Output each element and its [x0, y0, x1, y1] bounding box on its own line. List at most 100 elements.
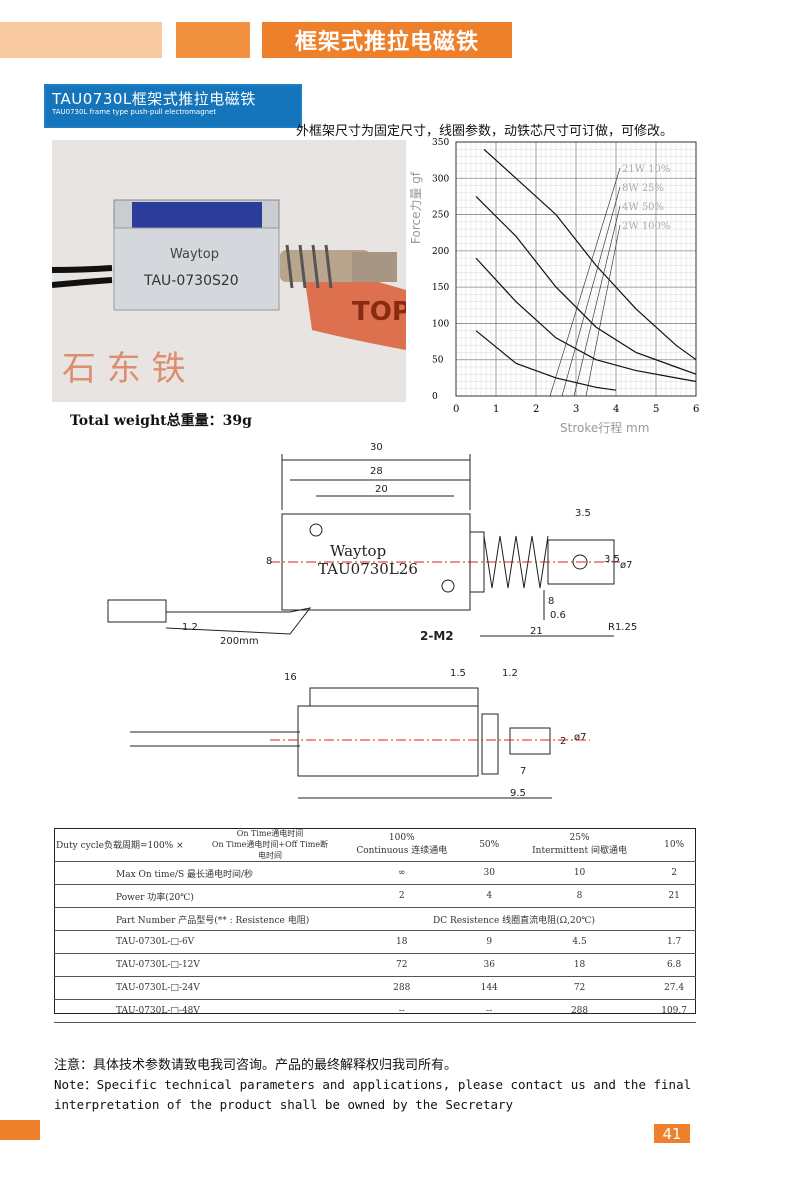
y-tick-label: 100	[432, 319, 449, 329]
chart-grid	[455, 141, 697, 397]
dim-2: 2	[560, 736, 566, 747]
part-number: TAU-0730L-□-6V	[54, 930, 332, 954]
label-leader	[585, 224, 621, 397]
table-row: TAU-0730L-□-48V -- -- 288 109.7	[54, 999, 696, 1023]
technical-drawing: 30 28 20 3.5 8 ø7 3.5 8 0.6 21 R1.25 1.2…	[107, 442, 637, 799]
part-number: TAU-0730L-□-12V	[54, 953, 332, 977]
y-tick-label: 50	[432, 356, 444, 366]
total-weight: Total weight总重量：39g	[70, 413, 252, 429]
note-english-line2: interpretation of the product shall be o…	[54, 1097, 514, 1112]
series-line	[483, 148, 697, 361]
x-tick-label: 5	[653, 404, 659, 415]
table-cell: 2	[652, 861, 696, 885]
chart-xlabel: Stroke行程 mm	[560, 420, 649, 435]
y-tick-label: 200	[432, 247, 449, 257]
label-leader	[573, 205, 621, 397]
table-row: TAU-0730L-□-12V 72 36 18 6.8	[54, 953, 696, 977]
header-bar-mid	[176, 22, 250, 58]
table-cell: 18	[332, 930, 472, 954]
series-label: 8W 25%	[622, 183, 664, 194]
dim-1-5: 1.5	[450, 668, 466, 679]
dim-0-6: 0.6	[550, 610, 566, 621]
x-tick-label: 6	[693, 404, 699, 415]
dim-m2: 2-M2	[420, 629, 454, 643]
dim-r125: R1.25	[608, 622, 637, 633]
table-cell: 6.8	[652, 953, 696, 977]
table-row: TAU-0730L-□-24V 288 144 72 27.4	[54, 976, 696, 1000]
col-100: 100%Continuous 连续通电	[332, 828, 472, 862]
dim-dia7: ø7	[620, 560, 632, 571]
x-tick-label: 4	[613, 404, 619, 415]
table-cell: 36	[471, 953, 507, 977]
table-cell: 4.5	[506, 930, 653, 954]
table-row: Power 功率(20℃) 2 4 8 21	[54, 884, 696, 908]
part-number: TAU-0730L-□-48V	[54, 999, 332, 1023]
series-label: 4W 50%	[622, 202, 664, 213]
dim-21: 21	[530, 626, 543, 637]
table-cell: 27.4	[652, 976, 696, 1000]
series-label: 21W 10%	[622, 164, 670, 175]
table-cell: 21	[652, 884, 696, 908]
series-line	[475, 330, 617, 391]
x-tick-label: 2	[533, 404, 539, 415]
dim-3-5v: 3.5	[604, 554, 620, 565]
custom-note: 外框架尺寸为固定尺寸，线圈参数，动铁芯尺寸可订做，可修改。	[296, 124, 674, 139]
y-tick-label: 0	[432, 392, 438, 402]
x-tick-label: 3	[573, 404, 579, 415]
drawing-label-model: TAU0730L26	[318, 560, 418, 578]
photo-text-brand: Waytop	[170, 247, 219, 262]
product-photo: TOP 石 东 铁 Waytop TAU-0730S20	[52, 140, 406, 402]
header-bar-light	[0, 22, 162, 58]
table-cell: 109.7	[652, 999, 696, 1023]
product-title-box	[44, 84, 302, 128]
col-25: 25%Intermittent 间歇通电	[506, 828, 653, 862]
power-label: Power 功率(20℃)	[54, 884, 332, 908]
dim-8b: 8	[548, 596, 554, 607]
table-cell: 10	[506, 861, 653, 885]
table-cell: 1.7	[652, 930, 696, 954]
chart-ylabel: Force力量 gf	[410, 171, 423, 244]
series-label: 2W 100%	[622, 221, 670, 232]
table-cell: 72	[506, 976, 653, 1000]
dim-20: 20	[375, 484, 388, 495]
svg-text:TOP: TOP	[352, 297, 406, 327]
duty-label: Duty cycle负载周期=100% ×	[54, 828, 208, 862]
label-leader	[549, 167, 621, 397]
table-cell: 9	[471, 930, 507, 954]
table-cell: --	[332, 999, 472, 1023]
dim-3-5: 3.5	[575, 508, 591, 519]
y-tick-label: 300	[432, 174, 449, 184]
dim-28: 28	[370, 466, 383, 477]
table-row: Part Number 产品型号(** : Resistence 电阻) DC …	[54, 907, 696, 931]
part-number: TAU-0730L-□-24V	[54, 976, 332, 1000]
dim-200: 200mm	[220, 636, 259, 647]
table-cell: --	[471, 999, 507, 1023]
table-cell: 4	[471, 884, 507, 908]
dc-label: DC Resistence 线圈直流电阻(Ω,20℃)	[332, 907, 696, 931]
chart-lines: 21W 10% 8W 25% 4W 50% 2W 100%	[475, 148, 697, 397]
label-leader	[561, 186, 621, 397]
dim-1-2b: 1.2	[502, 668, 518, 679]
photo-text-model: TAU-0730S20	[143, 273, 239, 289]
max-on-label: Max On time/S 最长通电时间/秒	[54, 861, 332, 885]
x-tick-label: 0	[453, 404, 459, 415]
col-10: 10%	[652, 828, 696, 862]
product-subtitle: TAU0730L frame type push-pull electromag…	[52, 108, 217, 116]
x-tick-label: 1	[493, 404, 499, 415]
dim-1-2: 1.2	[182, 622, 198, 633]
product-title: TAU0730L框架式推拉电磁铁	[52, 90, 256, 108]
table-cell: 18	[506, 953, 653, 977]
table-cell: 144	[471, 976, 507, 1000]
table-row: TAU-0730L-□-6V 18 9 4.5 1.7	[54, 930, 696, 954]
page-number: 41	[654, 1124, 690, 1143]
table-cell: 72	[332, 953, 472, 977]
y-tick-label: 150	[432, 283, 449, 293]
part-label: Part Number 产品型号(** : Resistence 电阻)	[54, 907, 332, 931]
dim-7: 7	[520, 766, 526, 777]
note-chinese: 注意：具体技术参数请致电我司咨询。产品的最终解释权归我司所有。	[54, 1058, 458, 1073]
table-cell: 288	[332, 976, 472, 1000]
